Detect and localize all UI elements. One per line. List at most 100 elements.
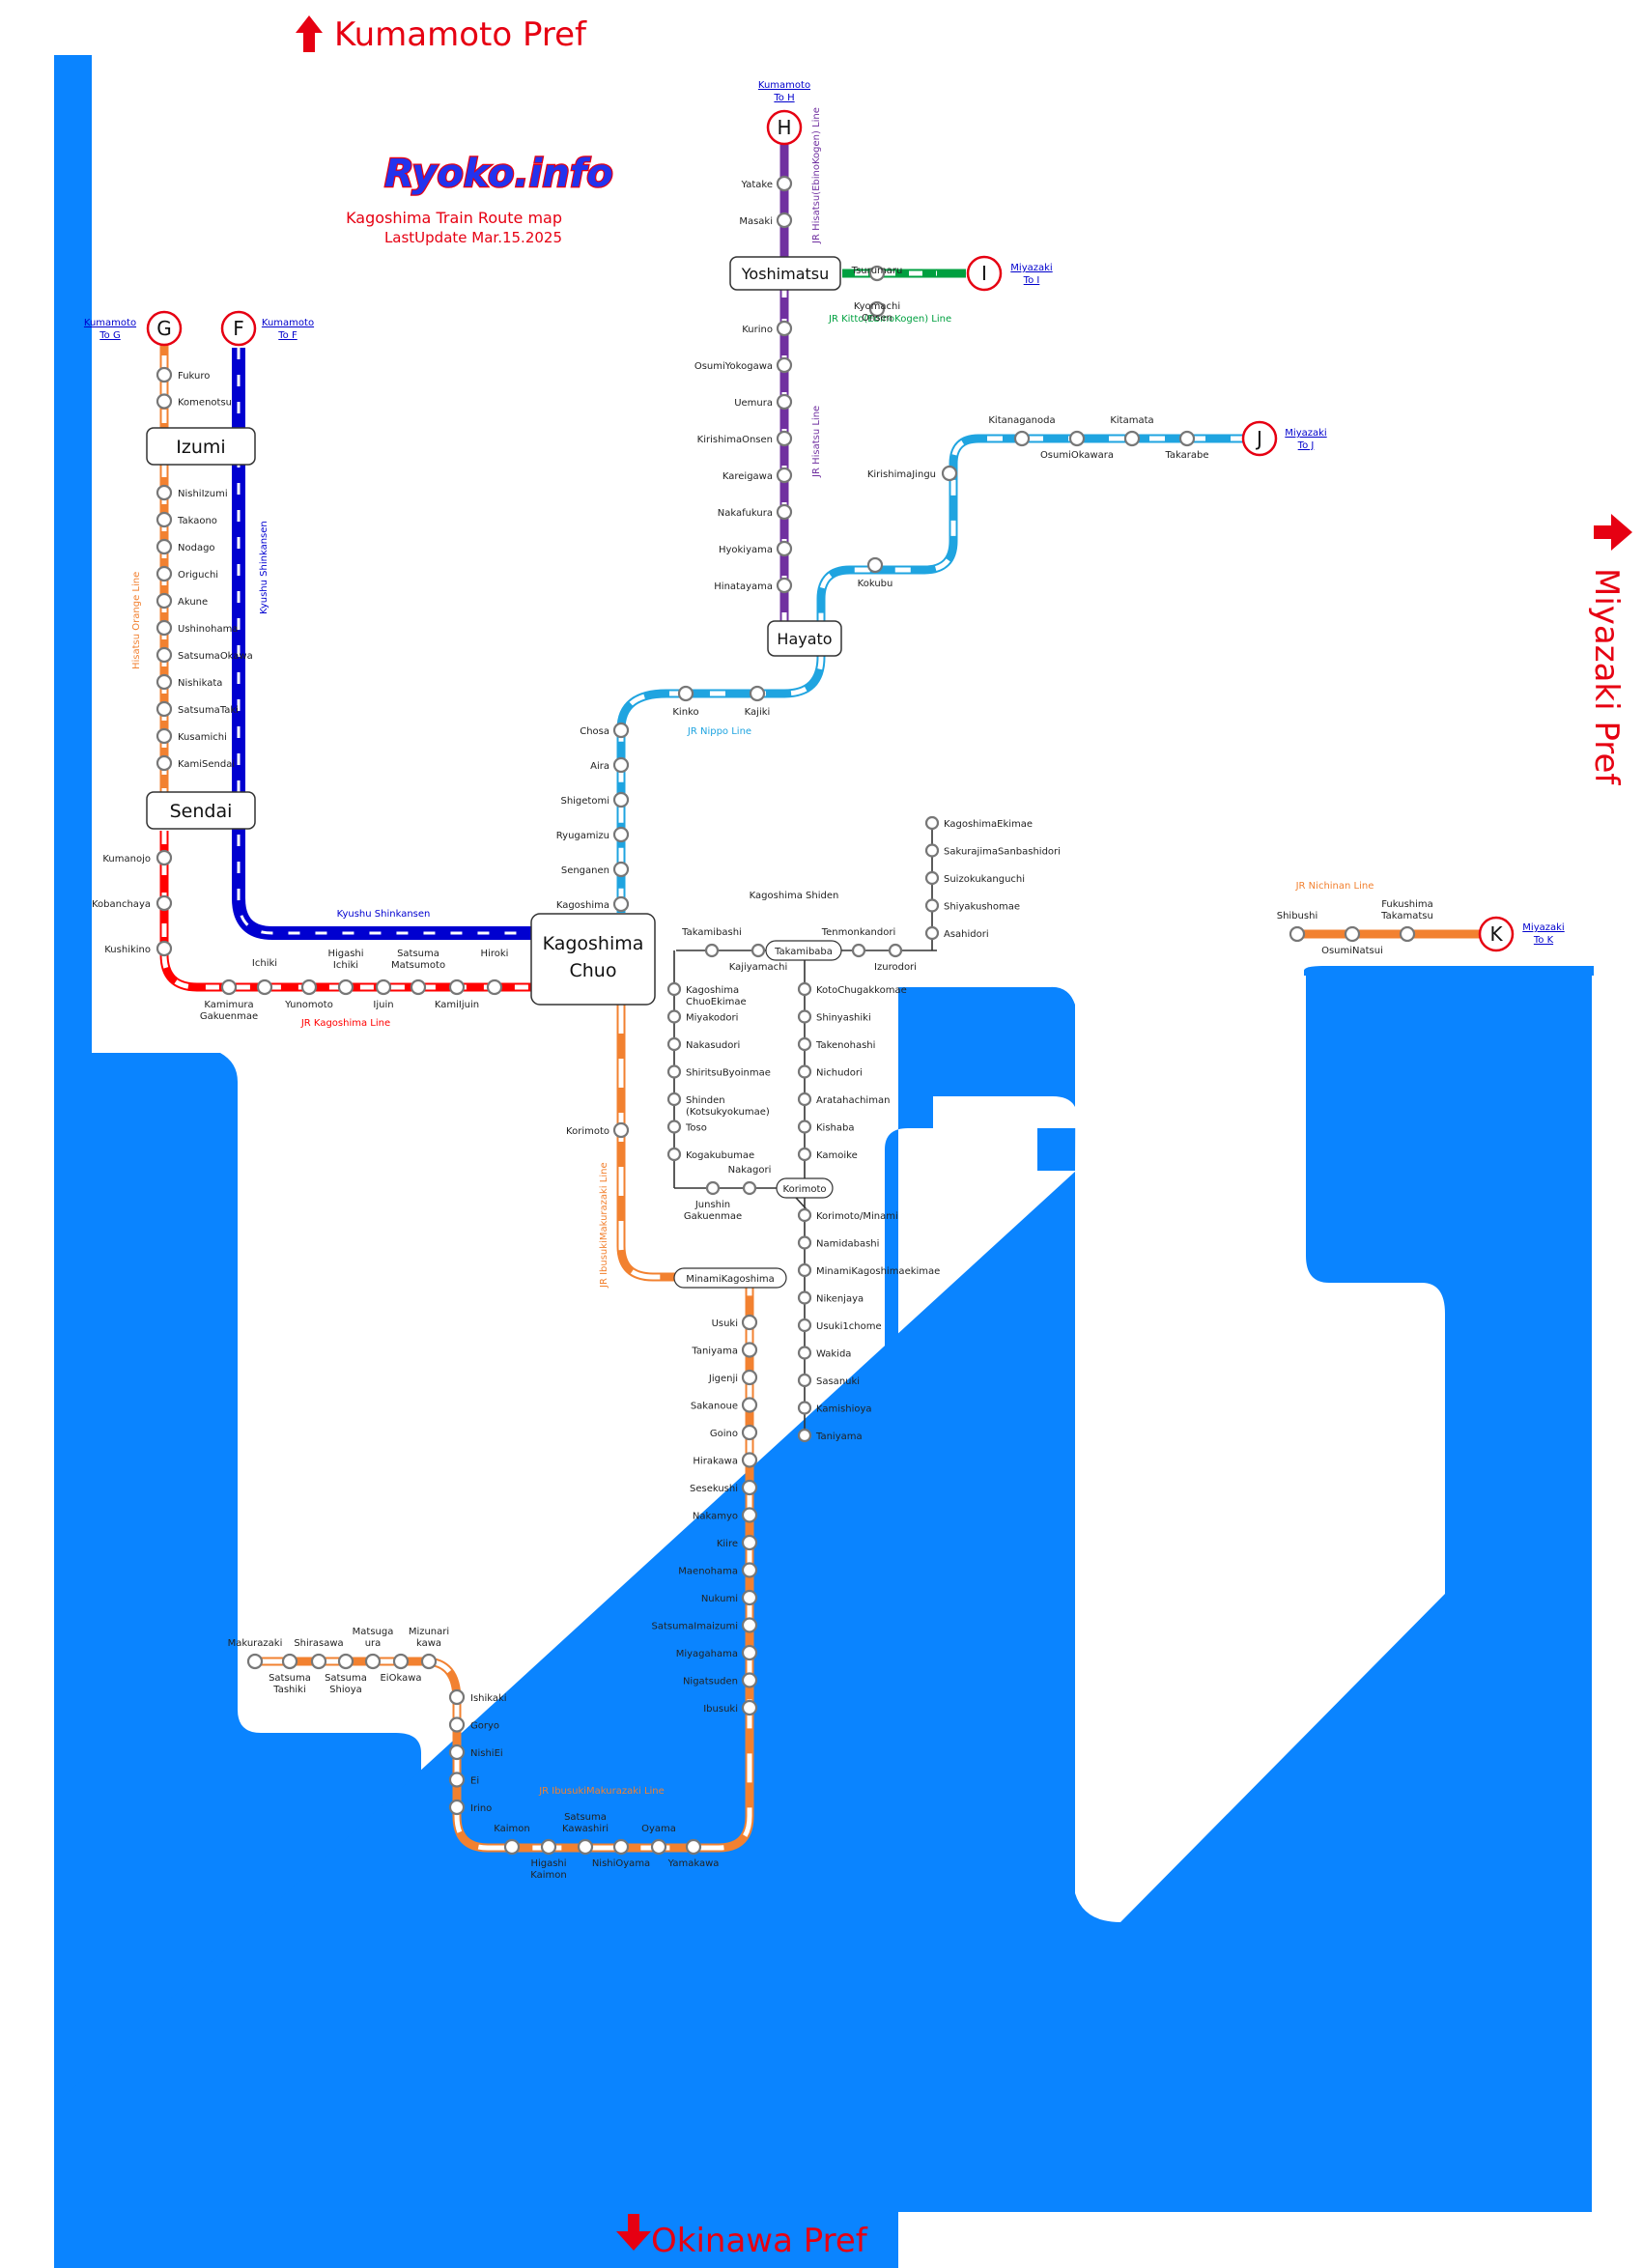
station-goino[interactable]: Goino [710, 1424, 758, 1441]
hub-minami-kagoshima[interactable]: MinamiKagoshima [673, 1267, 787, 1289]
terminal-i[interactable]: I Miyazaki To I [966, 255, 1053, 292]
station-osuminatsui[interactable]: OsumiNatsui [1321, 925, 1383, 956]
station-yunomoto[interactable]: Yunomoto [284, 978, 333, 1010]
terminal-g[interactable]: G Kumamoto To G [84, 310, 183, 347]
link-kumamoto-g[interactable]: Kumamoto [84, 318, 136, 328]
station-namidabashi[interactable]: Namidabashi [797, 1235, 879, 1250]
station-ishikaki[interactable]: Ishikaki [448, 1688, 507, 1706]
station-kamishioya[interactable]: Kamishioya [797, 1401, 872, 1415]
station-osumiokawara[interactable]: OsumiOkawara [1040, 430, 1114, 461]
station-takenohashi[interactable]: Takenohashi [797, 1036, 875, 1052]
hub-korimoto-shiden[interactable]: Korimoto [776, 1177, 834, 1199]
station-minamikagoshimaekimae[interactable]: MinamiKagoshimaekimae [797, 1262, 940, 1278]
station-satsumaimaizumi[interactable]: SatsumaImaizumi [651, 1617, 758, 1633]
station-ryugamizu[interactable]: Ryugamizu [556, 826, 630, 843]
station-nikenjaya[interactable]: Nikenjaya [797, 1290, 864, 1305]
station-ushinohama[interactable]: Ushinohama [156, 619, 238, 637]
station-kumanojo[interactable]: Kumanojo [102, 849, 173, 866]
station-kagoshima[interactable]: Kagoshima [556, 895, 630, 913]
station-shiyakushomae[interactable]: Shiyakushomae [924, 898, 1020, 913]
station-ijuin[interactable]: Ijuin [373, 978, 394, 1010]
station-shirasawa[interactable]: Shirasawa [294, 1638, 344, 1670]
station-kitanaganoda[interactable]: Kitanaganoda [988, 415, 1056, 447]
terminal-j[interactable]: J Miyazaki To J [1241, 420, 1327, 457]
station-jigenji[interactable]: Jigenji [708, 1369, 758, 1386]
link-to-j[interactable]: To J [1297, 440, 1315, 451]
station-kirishimajingu[interactable]: KirishimaJingu [867, 465, 958, 482]
station-kaimon[interactable]: Kaimon [494, 1824, 530, 1856]
link-kumamoto-f[interactable]: Kumamoto [262, 318, 314, 328]
station-kareigawa[interactable]: Kareigawa [722, 467, 793, 484]
station-kitamata[interactable]: Kitamata [1110, 415, 1154, 447]
link-to-f[interactable]: To F [277, 330, 297, 341]
station-sakanoue[interactable]: Sakanoue [691, 1397, 758, 1413]
station-shiritsubyoinmae[interactable]: ShiritsuByoinmae [666, 1064, 771, 1079]
terminal-k[interactable]: K Miyazaki To K [1478, 916, 1565, 952]
station-suizokukanguchi[interactable]: Suizokukanguchi [924, 870, 1025, 886]
station-osumiyokogawa[interactable]: OsumiYokogawa [694, 356, 793, 374]
link-to-g[interactable]: To G [99, 330, 120, 341]
station-nigatsuden[interactable]: Nigatsuden [683, 1672, 758, 1688]
station-takarabe[interactable]: Takarabe [1164, 430, 1209, 461]
station-taniyama[interactable]: Taniyama [797, 1428, 863, 1443]
station-kiire[interactable]: Kiire [717, 1534, 758, 1551]
link-to-h[interactable]: To H [773, 93, 794, 103]
station-nakamyo[interactable]: Nakamyo [693, 1507, 758, 1523]
terminal-h[interactable]: H Kumamoto To H [758, 80, 810, 146]
link-miyazaki-k[interactable]: Miyazaki [1522, 922, 1564, 933]
station-uemura[interactable]: Uemura [734, 393, 793, 411]
station-kajiki[interactable]: Kajiki [745, 685, 771, 718]
station-shinyashiki[interactable]: Shinyashiki [797, 1009, 871, 1024]
station-kamisendai[interactable]: KamiSendai [156, 754, 235, 772]
station-maenohama[interactable]: Maenohama [678, 1562, 758, 1578]
hub-izumi[interactable]: Izumi [146, 427, 256, 466]
station-goryo[interactable]: Goryo [448, 1716, 499, 1733]
link-miyazaki-j[interactable]: Miyazaki [1285, 428, 1326, 439]
station-kirishimaonsen[interactable]: KirishimaOnsen [697, 430, 793, 447]
hub-sendai[interactable]: Sendai [146, 791, 256, 830]
station-kobanchaya[interactable]: Kobanchaya [92, 894, 173, 912]
station-tenmonkandori[interactable]: Tenmonkandori [821, 927, 896, 958]
station-nichudori[interactable]: Nichudori [797, 1064, 863, 1079]
hub-hayato[interactable]: Hayato [767, 620, 842, 657]
station-yamakawa[interactable]: Yamakawa [667, 1838, 720, 1869]
station-satsumaokawa[interactable]: SatsumaOkawa [156, 646, 253, 664]
station-shinden-kotsukyokumae[interactable]: Shinden(Kotsukyokumae) [666, 1091, 770, 1118]
station-masaki[interactable]: Masaki [739, 212, 793, 229]
station-hiroki[interactable]: Hiroki [481, 949, 509, 996]
station-irino[interactable]: Irino [448, 1799, 492, 1816]
station-shibushi[interactable]: Shibushi [1277, 911, 1317, 943]
station-tsurumaru[interactable]: Tsurumaru [851, 265, 903, 282]
station-oyama[interactable]: Oyama [641, 1824, 676, 1856]
station-aira[interactable]: Aira [590, 756, 630, 774]
station-chosa[interactable]: Chosa [580, 722, 630, 739]
station-usuki[interactable]: Usuki [712, 1314, 758, 1331]
station-fukuro[interactable]: Fukuro [156, 366, 210, 383]
station-kotochugakkomae[interactable]: KotoChugakkomae [797, 981, 907, 997]
station-hinatayama[interactable]: Hinatayama [714, 577, 793, 594]
station-yatake[interactable]: Yatake [741, 175, 793, 192]
station-shigetomi[interactable]: Shigetomi [560, 791, 630, 808]
station-sasanuki[interactable]: Sasanuki [797, 1373, 860, 1388]
station-nakafukura[interactable]: Nakafukura [718, 503, 793, 521]
station-makurazaki[interactable]: Makurazaki [228, 1638, 283, 1670]
station-toso[interactable]: Toso [666, 1120, 707, 1134]
station-kinko[interactable]: Kinko [672, 685, 699, 718]
station-kishaba[interactable]: Kishaba [797, 1120, 855, 1134]
station-ichiki[interactable]: Ichiki [252, 958, 277, 996]
station-miyagahama[interactable]: Miyagahama [676, 1644, 758, 1661]
station-korimoto[interactable]: Korimoto [566, 1121, 630, 1139]
station-kamoike[interactable]: Kamoike [797, 1147, 858, 1162]
station-ei[interactable]: Ei [448, 1772, 479, 1788]
station-komenotsu[interactable]: Komenotsu [156, 393, 232, 410]
station-kamiijuin[interactable]: KamiIjuin [435, 978, 479, 1010]
station-kurino[interactable]: Kurino [742, 320, 793, 337]
station-usuki1chome[interactable]: Usuki1chome [797, 1318, 882, 1333]
station-nishiizumi[interactable]: NishiIzumi [156, 484, 228, 501]
station-korimoto-minami[interactable]: Korimoto/Minami [797, 1207, 898, 1223]
